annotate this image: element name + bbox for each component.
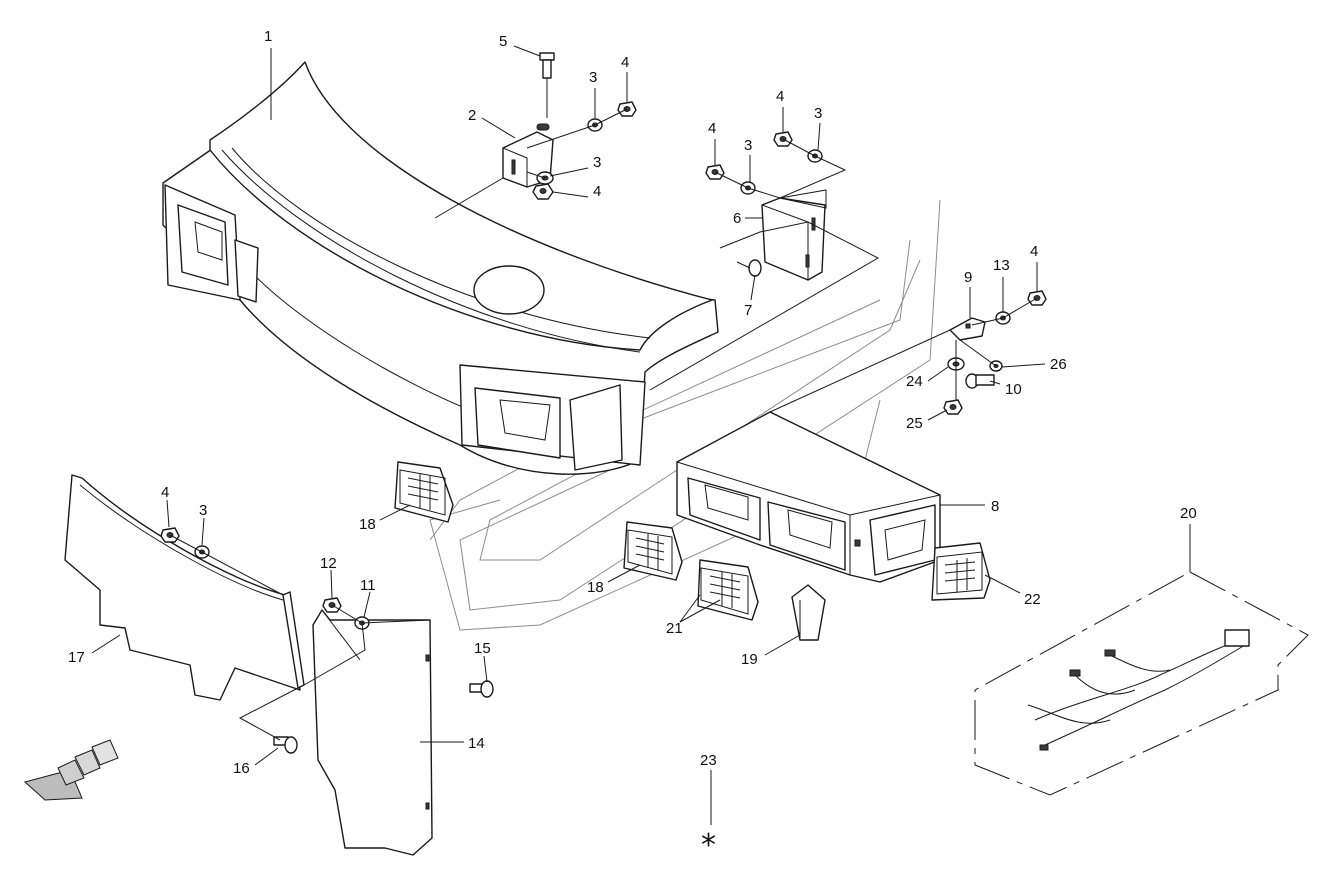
callout-4-d: 4: [776, 88, 784, 105]
callout-3-d: 3: [814, 105, 822, 122]
callout-23: 23: [700, 752, 717, 769]
callout-4-a: 4: [621, 54, 629, 71]
screw-part-15[interactable]: [469, 680, 494, 698]
bolt-part-5[interactable]: [539, 52, 555, 118]
side-panel-part-17[interactable]: [64, 474, 305, 701]
callout-26: 26: [1050, 356, 1067, 373]
cover-panel-part-14[interactable]: [312, 609, 433, 856]
callout-21: 21: [666, 620, 683, 637]
callout-10: 10: [1005, 381, 1022, 398]
screw-part-16[interactable]: [273, 736, 298, 754]
callout-4-e: 4: [1030, 243, 1038, 260]
callout-4-f: 4: [161, 484, 169, 501]
assembly-lines: [169, 108, 1038, 741]
callout-6: 6: [733, 210, 741, 227]
callout-14: 14: [468, 735, 485, 752]
callout-22: 22: [1024, 591, 1041, 608]
callout-7: 7: [744, 302, 752, 319]
bolt-part-10[interactable]: [965, 373, 995, 389]
wiring-harness-part-20[interactable]: [974, 571, 1309, 796]
callout-8: 8: [991, 498, 999, 515]
bracket-part-9[interactable]: [949, 317, 986, 341]
callout-20: 20: [1180, 505, 1197, 522]
leader-lines: [91, 45, 1191, 825]
callout-5: 5: [499, 33, 507, 50]
callout-labels: 1 2 5 3 4 3 4 4 3 4 3 6 7 9 13 4 26 24 1…: [68, 28, 1197, 863]
callout-4-c: 4: [708, 120, 716, 137]
callout-16: 16: [233, 760, 250, 777]
lamp-housing-part-8[interactable]: [676, 411, 941, 583]
work-lamp-part-22[interactable]: [931, 542, 991, 601]
asterisk-mark: *: [701, 828, 716, 863]
callout-19: 19: [741, 651, 758, 668]
work-lamp-part-21[interactable]: [697, 559, 759, 621]
callout-3-a: 3: [589, 69, 597, 86]
callout-3-c: 3: [744, 137, 752, 154]
callout-13: 13: [993, 257, 1010, 274]
callout-9: 9: [964, 269, 972, 286]
nut-part-4-b[interactable]: [532, 183, 554, 200]
bolt-part-7[interactable]: [736, 259, 762, 277]
callout-11: 11: [360, 577, 376, 594]
callout-2: 2: [468, 107, 476, 124]
callout-17: 17: [68, 649, 85, 666]
callout-4-b: 4: [593, 183, 601, 200]
work-lamp-part-18-b[interactable]: [623, 521, 683, 581]
callout-3-e: 3: [199, 502, 207, 519]
callout-18-a: 18: [359, 516, 376, 533]
callout-12: 12: [320, 555, 337, 572]
callout-1: 1: [264, 28, 272, 45]
nut-part-25[interactable]: [943, 399, 963, 415]
callout-25: 25: [906, 415, 923, 432]
work-lamp-part-18-a[interactable]: [394, 461, 454, 523]
callout-15: 15: [474, 640, 491, 657]
callout-3-b: 3: [593, 154, 601, 171]
bracket-part-6[interactable]: [761, 189, 827, 281]
direction-arrow-icon: [23, 739, 119, 801]
front-hood-part-1[interactable]: [162, 61, 719, 475]
callout-24: 24: [906, 373, 923, 390]
marker-lamp-part-19[interactable]: [791, 584, 826, 641]
callout-18-b: 18: [587, 579, 604, 596]
